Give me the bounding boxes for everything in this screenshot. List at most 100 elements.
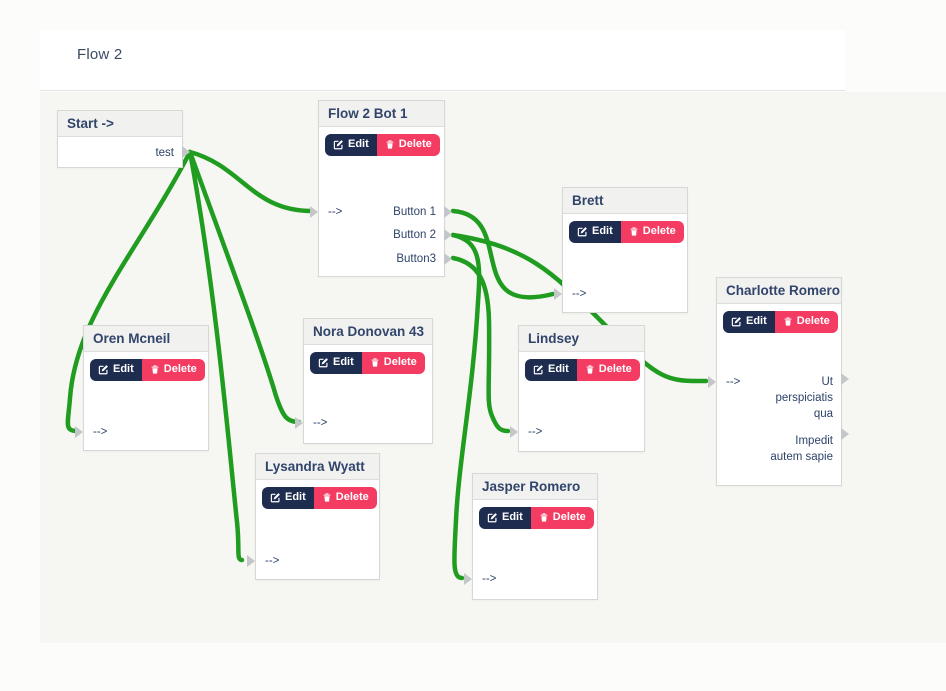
node-title: Brett: [563, 188, 687, 214]
delete-button[interactable]: Delete: [774, 311, 838, 333]
input-port[interactable]: -->: [528, 426, 543, 438]
input-port[interactable]: -->: [726, 376, 741, 388]
delete-button-label: Delete: [335, 491, 369, 503]
delete-button[interactable]: Delete: [141, 359, 205, 381]
pencil-square-icon: [318, 358, 328, 368]
page-title: Flow 2: [77, 46, 123, 63]
edit-button[interactable]: Edit: [723, 311, 775, 333]
trash-icon: [540, 513, 548, 522]
output-port-button2[interactable]: Button 2: [393, 229, 436, 241]
pencil-square-icon: [577, 227, 587, 237]
trash-icon: [586, 365, 594, 374]
flow-edge-start-test-to-lysandra-input[interactable]: [187, 149, 245, 563]
node-nora-donovan[interactable]: Nora Donovan 43 Edit Delete -->: [295, 318, 433, 444]
trash-icon: [386, 140, 394, 149]
input-port[interactable]: -->: [572, 288, 587, 300]
edit-button[interactable]: Edit: [479, 507, 531, 529]
input-connector-icon[interactable]: [708, 376, 716, 388]
input-connector-icon[interactable]: [510, 426, 518, 438]
delete-button-label: Delete: [383, 356, 417, 368]
input-port[interactable]: -->: [482, 573, 497, 585]
delete-button[interactable]: Delete: [361, 352, 425, 374]
input-connector-icon[interactable]: [75, 426, 83, 438]
delete-button[interactable]: Delete: [313, 487, 377, 509]
edit-button-label: Edit: [348, 138, 369, 150]
node-actions: Edit Delete: [473, 500, 597, 529]
edit-button-label: Edit: [285, 491, 306, 503]
output-connector-icon[interactable]: [444, 229, 452, 241]
edit-button[interactable]: Edit: [569, 221, 621, 243]
edit-button[interactable]: Edit: [90, 359, 142, 381]
flow-edge-start-test-to-nora-input[interactable]: [187, 149, 302, 425]
flow-edge-start-test-to-bot1-input[interactable]: [187, 149, 315, 214]
input-connector-icon[interactable]: [295, 417, 303, 429]
delete-button-label: Delete: [598, 363, 632, 375]
node-actions: Edit Delete: [84, 352, 208, 381]
input-connector-icon[interactable]: [554, 288, 562, 300]
node-actions: Edit Delete: [717, 304, 841, 333]
delete-button[interactable]: Delete: [576, 359, 640, 381]
node-title: Lindsey: [519, 326, 644, 352]
node-charlotte-romero[interactable]: Charlotte Romero Edit Delete --> Ut pers…: [708, 277, 849, 486]
delete-button-label: Delete: [552, 511, 586, 523]
flow-edge-bot1-button2-to-charlotte-input[interactable]: [450, 232, 709, 384]
edit-button[interactable]: Edit: [525, 359, 577, 381]
input-port[interactable]: -->: [328, 206, 343, 218]
input-connector-icon[interactable]: [247, 555, 255, 567]
flow-edge-bot1-button1-to-brett-input[interactable]: [450, 208, 556, 300]
edit-button[interactable]: Edit: [310, 352, 362, 374]
node-title: Start ->: [58, 111, 182, 137]
output-port-impedit-autem[interactable]: Impedit autem sapie: [770, 435, 833, 463]
trash-icon: [630, 227, 638, 236]
input-connector-icon[interactable]: [464, 573, 472, 585]
edit-button[interactable]: Edit: [262, 487, 314, 509]
flow-edge-bot1-button2-to-jasper-input[interactable]: [450, 232, 482, 581]
edit-button-label: Edit: [592, 225, 613, 237]
output-port-button1[interactable]: Button 1: [393, 206, 436, 218]
output-connector-icon[interactable]: [182, 146, 190, 158]
trash-icon: [323, 493, 331, 502]
delete-button[interactable]: Delete: [620, 221, 684, 243]
node-actions: Edit Delete: [563, 214, 687, 243]
flow-edge-start-test-to-oren-input[interactable]: [65, 149, 193, 434]
output-port-button3[interactable]: Button3: [396, 253, 436, 265]
input-port[interactable]: -->: [93, 426, 108, 438]
edit-button-label: Edit: [113, 363, 134, 375]
pencil-square-icon: [487, 513, 497, 523]
node-lindsey[interactable]: Lindsey Edit Delete -->: [510, 325, 645, 452]
header-bar: Flow 2: [40, 30, 845, 91]
input-connector-icon[interactable]: [310, 206, 318, 218]
output-connector-icon[interactable]: [444, 253, 452, 265]
input-port[interactable]: -->: [313, 417, 328, 429]
edit-button-label: Edit: [502, 511, 523, 523]
node-title: Lysandra Wyatt: [256, 454, 379, 480]
pencil-square-icon: [333, 140, 343, 150]
node-brett[interactable]: Brett Edit Delete -->: [554, 187, 688, 313]
node-lysandra-wyatt[interactable]: Lysandra Wyatt Edit Delete -->: [247, 453, 380, 580]
node-actions: Edit Delete: [256, 480, 379, 509]
node-actions: Edit Delete: [319, 127, 444, 156]
node-jasper-romero[interactable]: Jasper Romero Edit Delete -->: [464, 473, 598, 600]
output-connector-icon[interactable]: [841, 428, 849, 440]
node-actions: Edit Delete: [519, 352, 644, 381]
pencil-square-icon: [731, 317, 741, 327]
output-connector-icon[interactable]: [841, 373, 849, 385]
output-port-test[interactable]: test: [155, 147, 174, 159]
input-port[interactable]: -->: [265, 555, 280, 567]
delete-button[interactable]: Delete: [376, 134, 440, 156]
trash-icon: [371, 358, 379, 367]
flow-edge-bot1-button3-to-lindsey-input[interactable]: [450, 255, 511, 434]
delete-button[interactable]: Delete: [530, 507, 594, 529]
node-title: Nora Donovan 43: [304, 319, 432, 345]
node-oren-mcneil[interactable]: Oren Mcneil Edit Delete -->: [75, 325, 209, 451]
node-title: Charlotte Romero: [717, 278, 841, 304]
node-title: Oren Mcneil: [84, 326, 208, 352]
edit-button-label: Edit: [548, 363, 569, 375]
node-flow2-bot1[interactable]: Flow 2 Bot 1 Edit Delete --> Button 1 Bu…: [310, 100, 452, 277]
node-title: Jasper Romero: [473, 474, 597, 500]
output-port-ut-perspiciatis[interactable]: Ut perspiciatis qua: [775, 376, 833, 420]
edit-button[interactable]: Edit: [325, 134, 377, 156]
node-start[interactable]: Start -> test: [57, 110, 190, 168]
output-connector-icon[interactable]: [444, 206, 452, 218]
